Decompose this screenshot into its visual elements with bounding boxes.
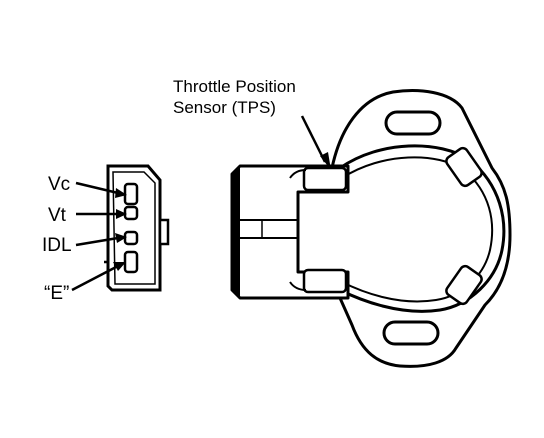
pin-leaders <box>71 181 127 292</box>
pin-label-idl: IDL <box>42 235 72 256</box>
housing-tab-top <box>302 166 348 192</box>
pin-vt <box>123 205 139 221</box>
housing-tab-bottom <box>302 268 348 294</box>
tps-sensor-body <box>230 89 512 368</box>
pin-e <box>123 250 139 274</box>
mounting-slot-bottom <box>382 320 440 346</box>
mounting-slot-top <box>384 110 442 136</box>
connector <box>104 164 170 292</box>
pin-label-e: “E” <box>44 283 69 304</box>
pin-label-vt: Vt <box>48 205 67 226</box>
ring-lug-top <box>445 146 483 188</box>
pin-vc <box>123 182 139 206</box>
pin-label-vc: Vc <box>48 174 70 195</box>
callout-leader <box>300 115 331 170</box>
ring-lug-bottom <box>445 264 483 306</box>
callout-line-1: Throttle Position <box>173 77 296 96</box>
pin-idl <box>123 230 139 246</box>
callout-line-2: Sensor (TPS) <box>173 98 276 117</box>
